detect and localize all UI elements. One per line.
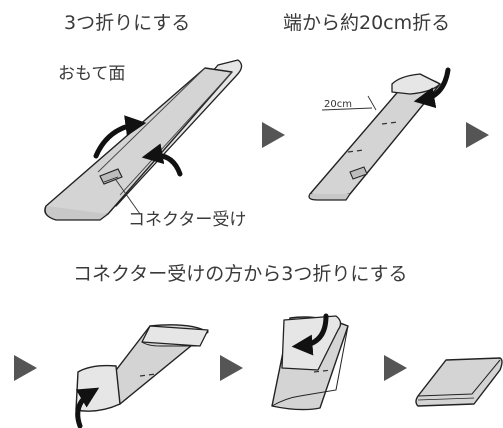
connector-leader-line [115,179,141,215]
curved-arrow-icon [413,67,451,109]
step-arrow-icon [384,355,407,381]
step-arrow-icon [466,122,489,148]
connector-receptacle [99,168,123,185]
surface-label: おもて面 [58,64,126,84]
mat-strip [309,77,441,197]
top-block [141,325,209,347]
mat-step1 [44,59,243,221]
mat-step2 [308,73,441,201]
step2-title: 端から約20cm折る [283,12,451,34]
step-arrow-icon [262,122,285,148]
curved-arrow-icon [291,313,329,356]
step-arrow-icon [14,355,37,381]
mat-step3a [75,324,209,412]
step-arrow-icon [220,355,243,381]
connector-label: コネクター受け [128,210,247,230]
mat-step3b [271,315,349,411]
mat-body [44,67,233,221]
step1-title: 3つ折りにする [64,12,191,34]
step3-title: コネクター受けの方から3つ折りにする [73,263,408,285]
measure-line [321,95,377,111]
measure-label: 20cm [324,99,352,110]
curved-arrow-icon [93,115,147,159]
mat-final [415,357,503,407]
curved-arrow-icon [141,143,183,177]
curved-arrow-icon [75,387,100,428]
